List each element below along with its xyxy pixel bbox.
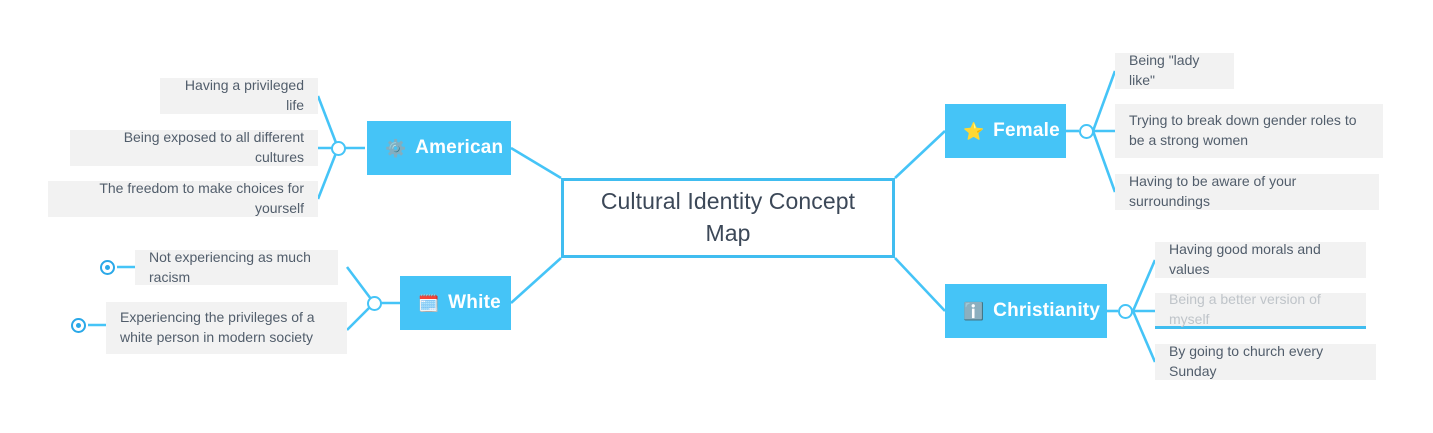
leaf-node-label: Experiencing the privileges of a white p… [120,309,315,345]
branch-node-christianity-label: Christianity [993,300,1101,321]
collapsed-marker-white-1[interactable] [100,260,115,275]
collapsed-marker-white-2[interactable] [71,318,86,333]
leaf-node-label: Being "lady like" [1129,52,1200,88]
leaf-node-american-1[interactable]: Having a privileged life [160,77,318,114]
information-icon: ℹ️ [963,301,985,321]
leaf-node-christianity-2-placeholder[interactable]: Being a better version of myself [1155,290,1366,329]
junction-handle-female[interactable] [1079,124,1094,139]
branch-node-female-label: Female [993,120,1060,141]
junction-handle-american[interactable] [331,141,346,156]
branch-node-female[interactable]: ⭐ Female [945,104,1066,158]
leaf-node-white-1[interactable]: Not experiencing as much racism [135,248,338,285]
root-node[interactable]: Cultural Identity Concept Map [561,178,895,258]
leaf-node-label: Being exposed to all different cultures [123,129,304,165]
leaf-node-label: Having a privileged life [184,77,304,113]
branch-node-christianity[interactable]: ℹ️ Christianity [945,284,1107,338]
leaf-node-label: Having to be aware of your surroundings [1129,173,1297,209]
branch-node-white[interactable]: 🗓️ White [400,276,511,330]
leaf-node-label: Trying to break down gender roles to be … [1129,112,1357,148]
root-node-label: Cultural Identity Concept Map [600,188,856,246]
leaf-node-christianity-3[interactable]: By going to church every Sunday [1155,343,1376,380]
leaf-node-placeholder-label: Being a better version of myself [1169,290,1321,327]
branch-node-white-label: White [448,292,501,313]
leaf-node-american-2[interactable]: Being exposed to all different cultures [70,129,318,166]
leaf-node-label: Not experiencing as much racism [149,248,311,285]
leaf-node-white-2[interactable]: Experiencing the privileges of a white p… [106,302,347,354]
gear-icon: ⚙️ [385,138,407,158]
junction-handle-white[interactable] [367,296,382,311]
leaf-node-label: Having good morals and values [1169,241,1321,277]
leaf-node-female-2[interactable]: Trying to break down gender roles to be … [1115,104,1383,158]
star-icon: ⭐ [963,121,985,141]
leaf-node-christianity-1[interactable]: Having good morals and values [1155,241,1366,278]
branch-node-american-label: American [415,137,504,158]
calendar-icon: 🗓️ [418,293,440,313]
leaf-node-american-3[interactable]: The freedom to make choices for yourself [48,180,318,217]
leaf-node-label: The freedom to make choices for yourself [99,180,304,216]
junction-handle-christianity[interactable] [1118,304,1133,319]
leaf-node-label: By going to church every Sunday [1169,343,1324,379]
leaf-node-female-3[interactable]: Having to be aware of your surroundings [1115,173,1379,210]
branch-node-american[interactable]: ⚙️ American [367,121,511,175]
leaf-node-female-1[interactable]: Being "lady like" [1115,52,1234,89]
